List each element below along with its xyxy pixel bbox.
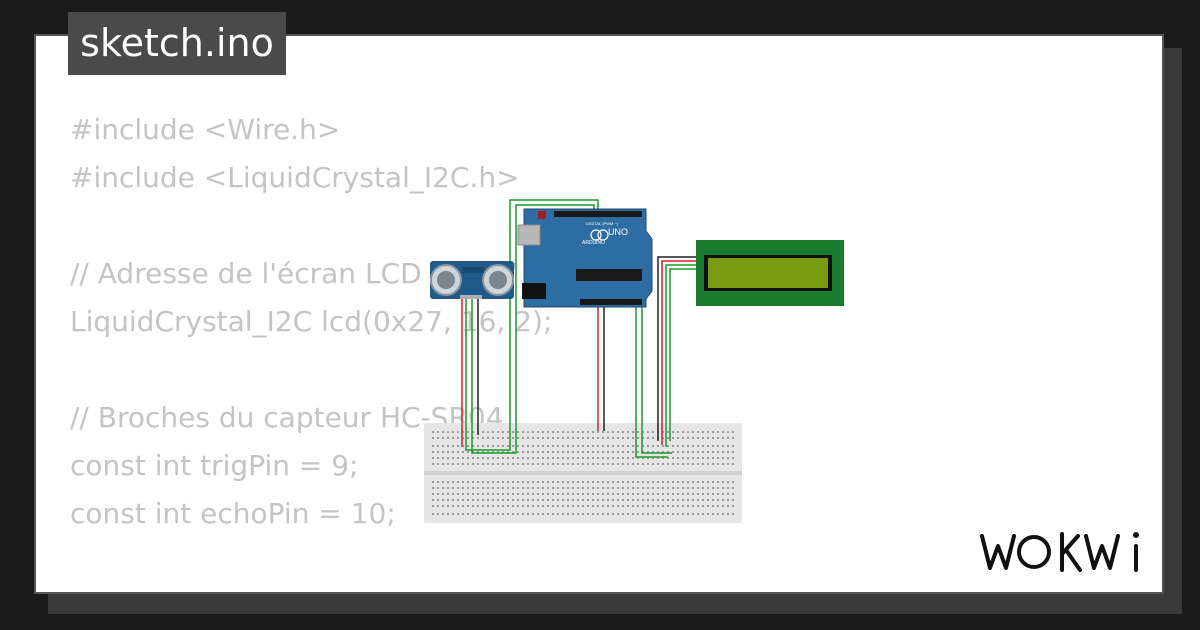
arduino-power-wires [597,303,672,458]
lcd-wires [657,256,698,447]
code-line [70,538,552,586]
code-line: void setup() { [70,586,552,592]
preview-card: #include <Wire.h> #include <LiquidCrystal… [34,34,1164,594]
code-line: #include <LiquidCrystal_I2C.h> [70,161,520,194]
code-line: const int trigPin = 9; [70,449,359,482]
code-line: // Broches du capteur HC-SR04 [70,401,504,434]
board-pins-label: DIGITAL (PWM ~) [586,221,619,226]
lcd-display [696,240,844,306]
file-title-tab: sketch.ino [68,12,286,75]
board-name-label: UNO [608,227,628,237]
code-line: LiquidCrystal_I2C lcd(0x27, 16, 2); [70,305,553,338]
circuit-diagram: UNO ARDUINO DIGITAL (PWM ~) [424,199,844,523]
ultrasonic-sensor [430,261,514,299]
board-brand-label: ARDUINO [582,240,605,246]
code-line: #include <Wire.h> [70,113,341,146]
code-preview: #include <Wire.h> #include <LiquidCrystal… [70,106,553,592]
code-line: const int echoPin = 10; [70,497,396,530]
breadboard [424,423,742,523]
arduino-uno: UNO ARDUINO DIGITAL (PWM ~) [517,208,653,308]
sensor-wires [461,199,599,454]
wokwi-logo [980,532,1139,572]
